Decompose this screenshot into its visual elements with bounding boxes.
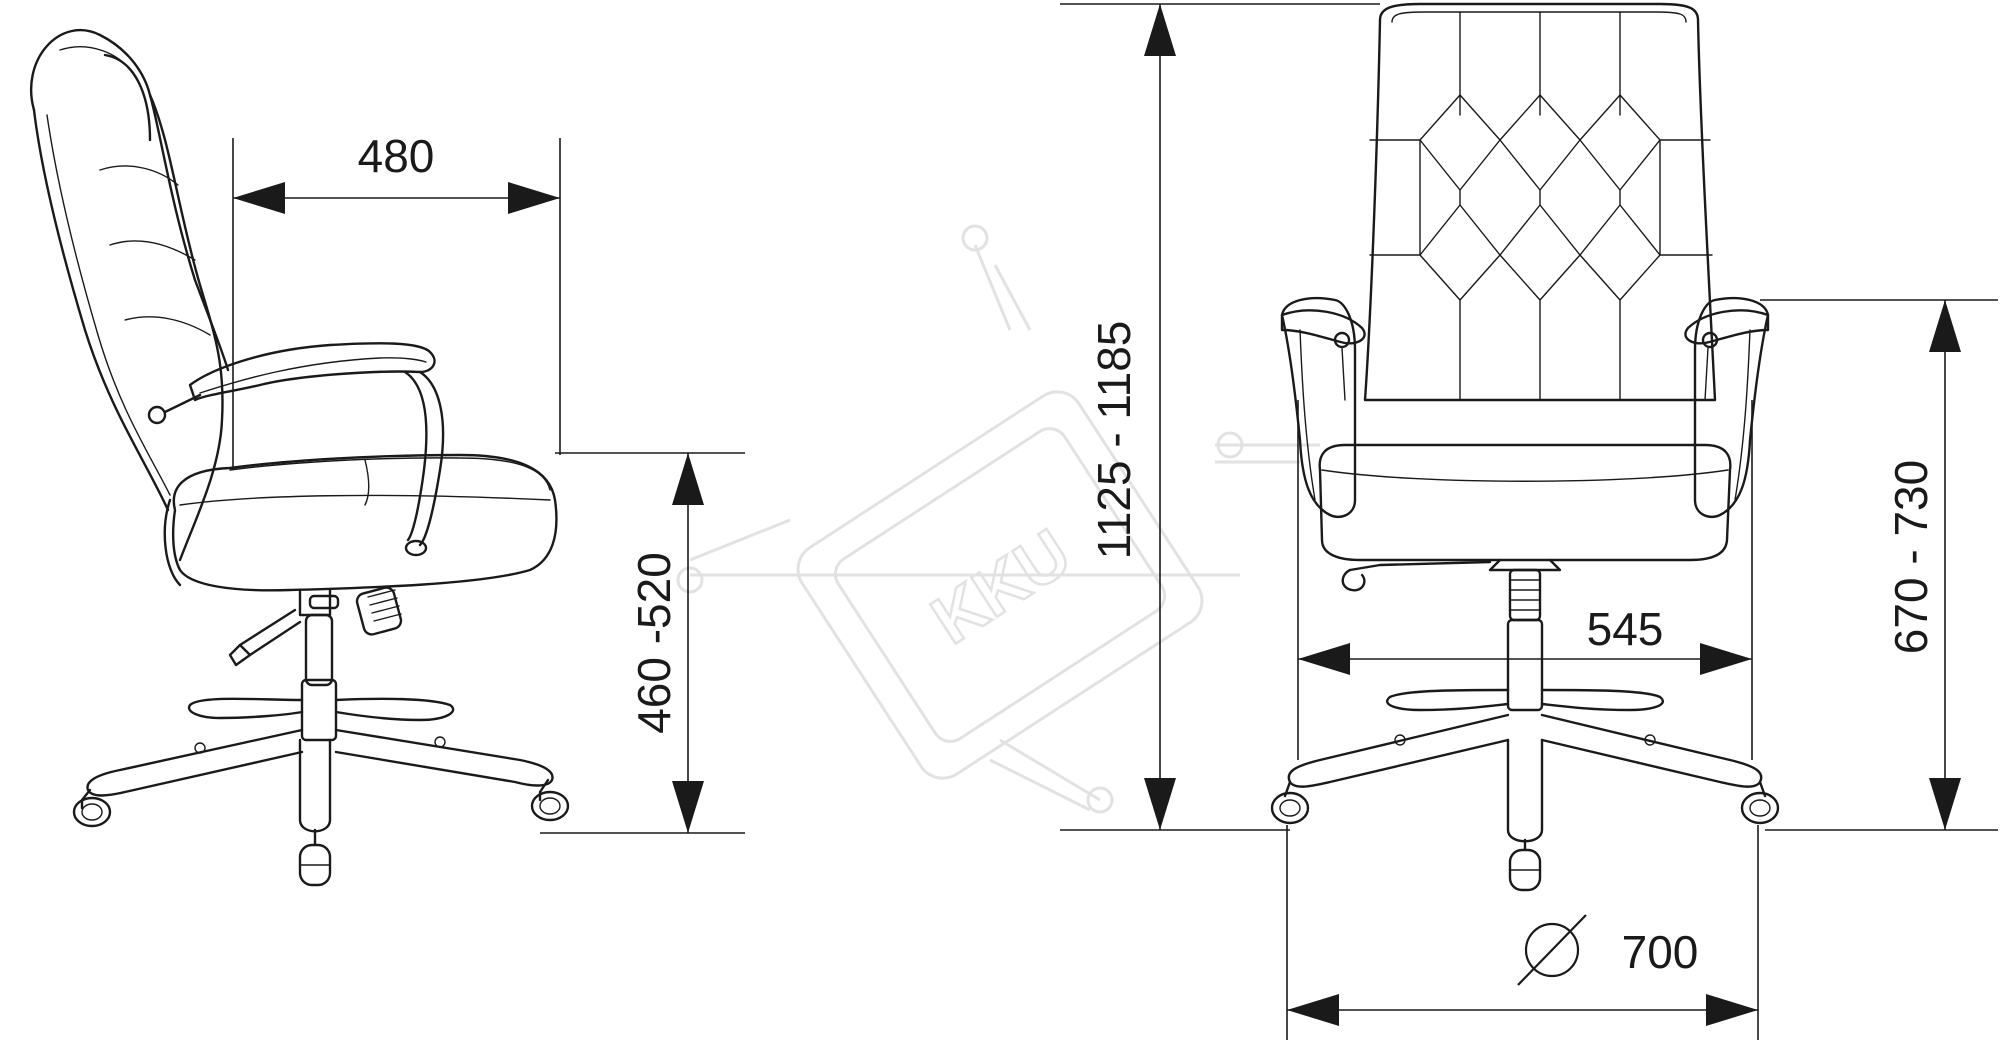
arrow-left-icon <box>233 182 285 214</box>
dimension-total-height-label: 1125 - 1185 <box>1088 321 1140 560</box>
dimension-seat-height-label: 460 -520 <box>628 552 680 734</box>
dimension-base-diameter-label: 700 <box>1622 926 1699 978</box>
arrow-left-icon <box>1287 994 1339 1026</box>
front-caster-left <box>1270 780 1310 825</box>
dimension-seat-width: 545 <box>1297 400 1753 760</box>
front-caster-center <box>1508 838 1542 892</box>
arrow-up-icon <box>1144 4 1176 56</box>
arrow-down-icon <box>1144 778 1176 830</box>
front-caster-right <box>1740 780 1780 825</box>
dimension-armrest-height-label: 670 - 730 <box>1885 460 1937 654</box>
arrow-up-icon <box>1929 300 1961 352</box>
dimension-armrest-height: 670 - 730 <box>1760 299 1998 831</box>
arrow-right-icon <box>1706 994 1758 1026</box>
dimension-depth: 480 <box>232 130 561 470</box>
dimension-seat-height: 460 -520 <box>540 452 745 834</box>
side-view-chair <box>29 28 570 887</box>
dimension-depth-label: 480 <box>358 130 435 182</box>
arrow-right-icon <box>508 182 560 214</box>
arrow-right-icon <box>1700 643 1752 675</box>
side-caster-left <box>72 788 112 828</box>
watermark-logo: KKU <box>676 224 1320 814</box>
arrow-down-icon <box>672 781 704 833</box>
arrow-left-icon <box>1298 643 1350 675</box>
arrow-up-icon <box>672 453 704 505</box>
side-caster-front <box>298 828 332 887</box>
dimension-seat-width-label: 545 <box>1587 603 1664 655</box>
dimension-base-diameter: 700 <box>1286 825 1759 1040</box>
watermark-text: KKU <box>919 515 1084 659</box>
diameter-symbol-icon <box>1517 914 1587 986</box>
arrow-down-icon <box>1929 778 1961 830</box>
front-view-chair <box>1270 2 1780 892</box>
dimension-total-height: 1125 - 1185 <box>1060 3 1380 831</box>
side-caster-right <box>530 778 570 822</box>
